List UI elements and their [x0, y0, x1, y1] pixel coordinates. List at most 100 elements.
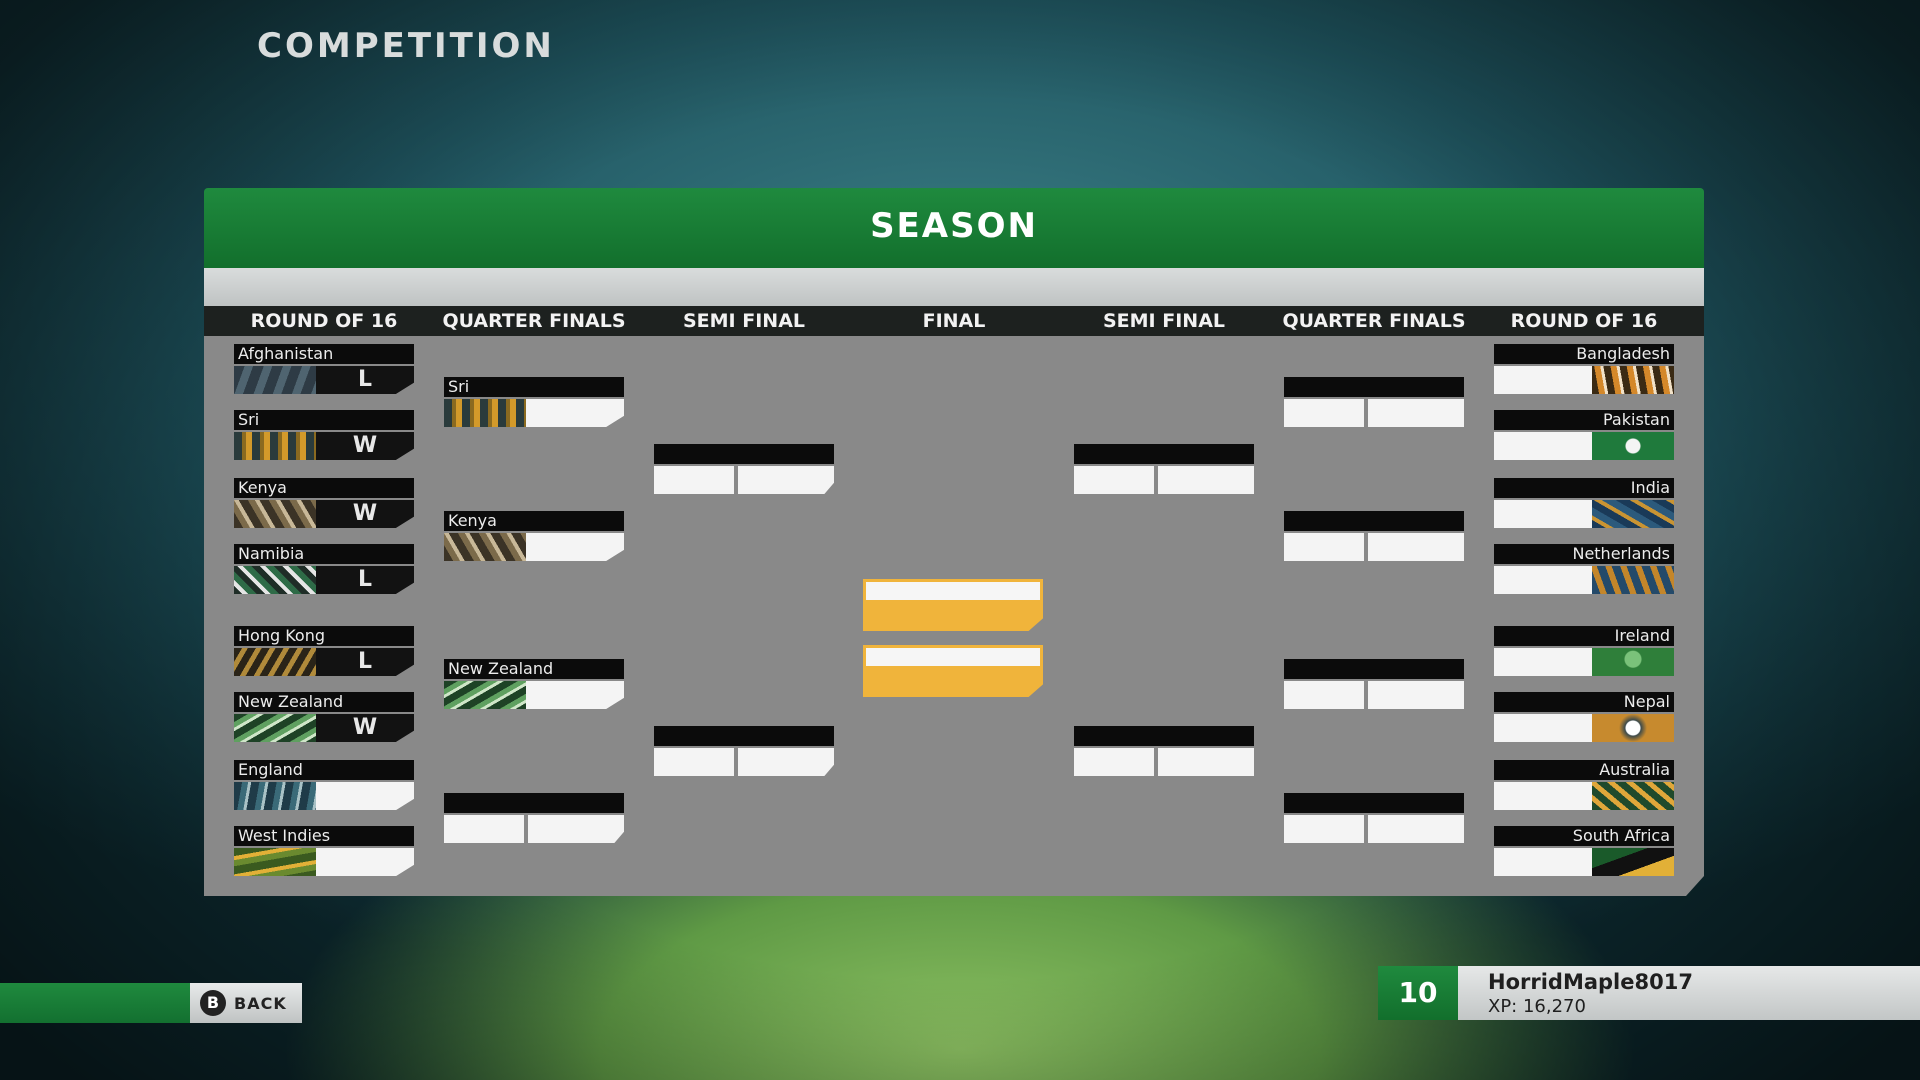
ireland-logo-icon: [1592, 648, 1674, 676]
qf-right-slot-3[interactable]: [1284, 659, 1464, 711]
r16-right-slot-7[interactable]: Australia: [1494, 760, 1674, 812]
south-africa-logo-icon: [1592, 848, 1674, 876]
team-name: Pakistan: [1494, 410, 1674, 430]
sri-lanka-logo-icon: [444, 399, 526, 427]
r16-left-slot-1[interactable]: Afghanistan L: [234, 344, 414, 396]
player-name: HorridMaple8017: [1488, 970, 1693, 994]
b-button-icon: B: [200, 990, 226, 1016]
qf-left-slot-1[interactable]: Sri: [444, 377, 624, 429]
bracket-body: Afghanistan L Sri W Kenya W Namibia L Ho…: [204, 336, 1704, 896]
sf-right-slot-1[interactable]: [1074, 444, 1254, 496]
panel-header: SEASON: [204, 188, 1704, 268]
col-header-round-of-16-left: ROUND OF 16: [250, 310, 398, 332]
panel-title: SEASON: [870, 206, 1038, 246]
qf-left-slot-4[interactable]: [444, 793, 624, 845]
team-name: Kenya: [234, 478, 414, 498]
match-result: W: [316, 714, 414, 742]
team-name: Nepal: [1494, 692, 1674, 712]
kenya-logo-icon: [444, 533, 526, 561]
r16-right-slot-4[interactable]: Netherlands: [1494, 544, 1674, 596]
r16-right-slot-3[interactable]: India: [1494, 478, 1674, 530]
netherlands-logo-icon: [1592, 566, 1674, 594]
kenya-logo-icon: [234, 500, 316, 528]
bracket-panel: SEASON ROUND OF 16 QUARTER FINALS SEMI F…: [204, 188, 1704, 908]
r16-left-slot-6[interactable]: New Zealand W: [234, 692, 414, 744]
final-slot-1[interactable]: [863, 579, 1043, 633]
qf-right-slot-2[interactable]: [1284, 511, 1464, 563]
india-logo-icon: [1592, 500, 1674, 528]
england-logo-icon: [234, 782, 316, 810]
col-header-quarter-finals-left: QUARTER FINALS: [442, 310, 626, 332]
pakistan-logo-icon: [1592, 432, 1674, 460]
team-name: Sri: [444, 377, 624, 397]
team-name: Sri: [234, 410, 414, 430]
nepal-logo-icon: [1592, 714, 1674, 742]
new-zealand-logo-icon: [444, 681, 526, 709]
panel-strip: [204, 268, 1704, 306]
col-header-final: FINAL: [922, 310, 986, 332]
sf-left-slot-2[interactable]: [654, 726, 834, 778]
col-header-round-of-16-right: ROUND OF 16: [1510, 310, 1658, 332]
qf-left-slot-3[interactable]: New Zealand: [444, 659, 624, 711]
player-card: HorridMaple8017 XP: 16,270: [1458, 966, 1920, 1020]
col-header-quarter-finals-right: QUARTER FINALS: [1282, 310, 1466, 332]
player-xp: XP: 16,270: [1488, 996, 1586, 1017]
west-indies-logo-icon: [234, 848, 316, 876]
team-name: South Africa: [1494, 826, 1674, 846]
match-result: [316, 782, 414, 810]
team-name: Afghanistan: [234, 344, 414, 364]
r16-left-slot-8[interactable]: West Indies: [234, 826, 414, 878]
player-level: 10: [1378, 966, 1458, 1020]
back-button[interactable]: B BACK: [190, 983, 302, 1023]
team-name: West Indies: [234, 826, 414, 846]
column-headers: ROUND OF 16 QUARTER FINALS SEMI FINAL FI…: [204, 306, 1704, 336]
match-result: L: [316, 648, 414, 676]
match-result: W: [316, 500, 414, 528]
team-name: Namibia: [234, 544, 414, 564]
team-name: Bangladesh: [1494, 344, 1674, 364]
team-name: Kenya: [444, 511, 624, 531]
team-name: England: [234, 760, 414, 780]
back-bar: [0, 983, 196, 1023]
sri-lanka-logo-icon: [234, 432, 316, 460]
r16-left-slot-2[interactable]: Sri W: [234, 410, 414, 462]
hong-kong-logo-icon: [234, 648, 316, 676]
match-result: W: [316, 432, 414, 460]
team-name: New Zealand: [234, 692, 414, 712]
col-header-semi-final-left: SEMI FINAL: [682, 310, 805, 332]
match-result: L: [316, 366, 414, 394]
team-name: Netherlands: [1494, 544, 1674, 564]
r16-right-slot-2[interactable]: Pakistan: [1494, 410, 1674, 462]
sf-right-slot-2[interactable]: [1074, 726, 1254, 778]
team-name: Ireland: [1494, 626, 1674, 646]
r16-left-slot-7[interactable]: England: [234, 760, 414, 812]
new-zealand-logo-icon: [234, 714, 316, 742]
namibia-logo-icon: [234, 566, 316, 594]
qf-right-slot-4[interactable]: [1284, 793, 1464, 845]
team-name: India: [1494, 478, 1674, 498]
bangladesh-logo-icon: [1592, 366, 1674, 394]
r16-right-slot-5[interactable]: Ireland: [1494, 626, 1674, 678]
team-name: Hong Kong: [234, 626, 414, 646]
r16-right-slot-1[interactable]: Bangladesh: [1494, 344, 1674, 396]
back-label: BACK: [234, 993, 287, 1013]
match-result: [316, 848, 414, 876]
match-result: [526, 533, 624, 561]
qf-right-slot-1[interactable]: [1284, 377, 1464, 429]
team-name: Australia: [1494, 760, 1674, 780]
team-name: New Zealand: [444, 659, 624, 679]
r16-left-slot-5[interactable]: Hong Kong L: [234, 626, 414, 678]
sf-left-slot-1[interactable]: [654, 444, 834, 496]
r16-left-slot-3[interactable]: Kenya W: [234, 478, 414, 530]
r16-left-slot-4[interactable]: Namibia L: [234, 544, 414, 596]
australia-logo-icon: [1592, 782, 1674, 810]
final-slot-2[interactable]: [863, 645, 1043, 699]
screen-title: COMPETITION: [257, 26, 555, 66]
match-result: [526, 399, 624, 427]
match-result: [526, 681, 624, 709]
r16-right-slot-6[interactable]: Nepal: [1494, 692, 1674, 744]
match-result: L: [316, 566, 414, 594]
afghanistan-logo-icon: [234, 366, 316, 394]
qf-left-slot-2[interactable]: Kenya: [444, 511, 624, 563]
r16-right-slot-8[interactable]: South Africa: [1494, 826, 1674, 878]
